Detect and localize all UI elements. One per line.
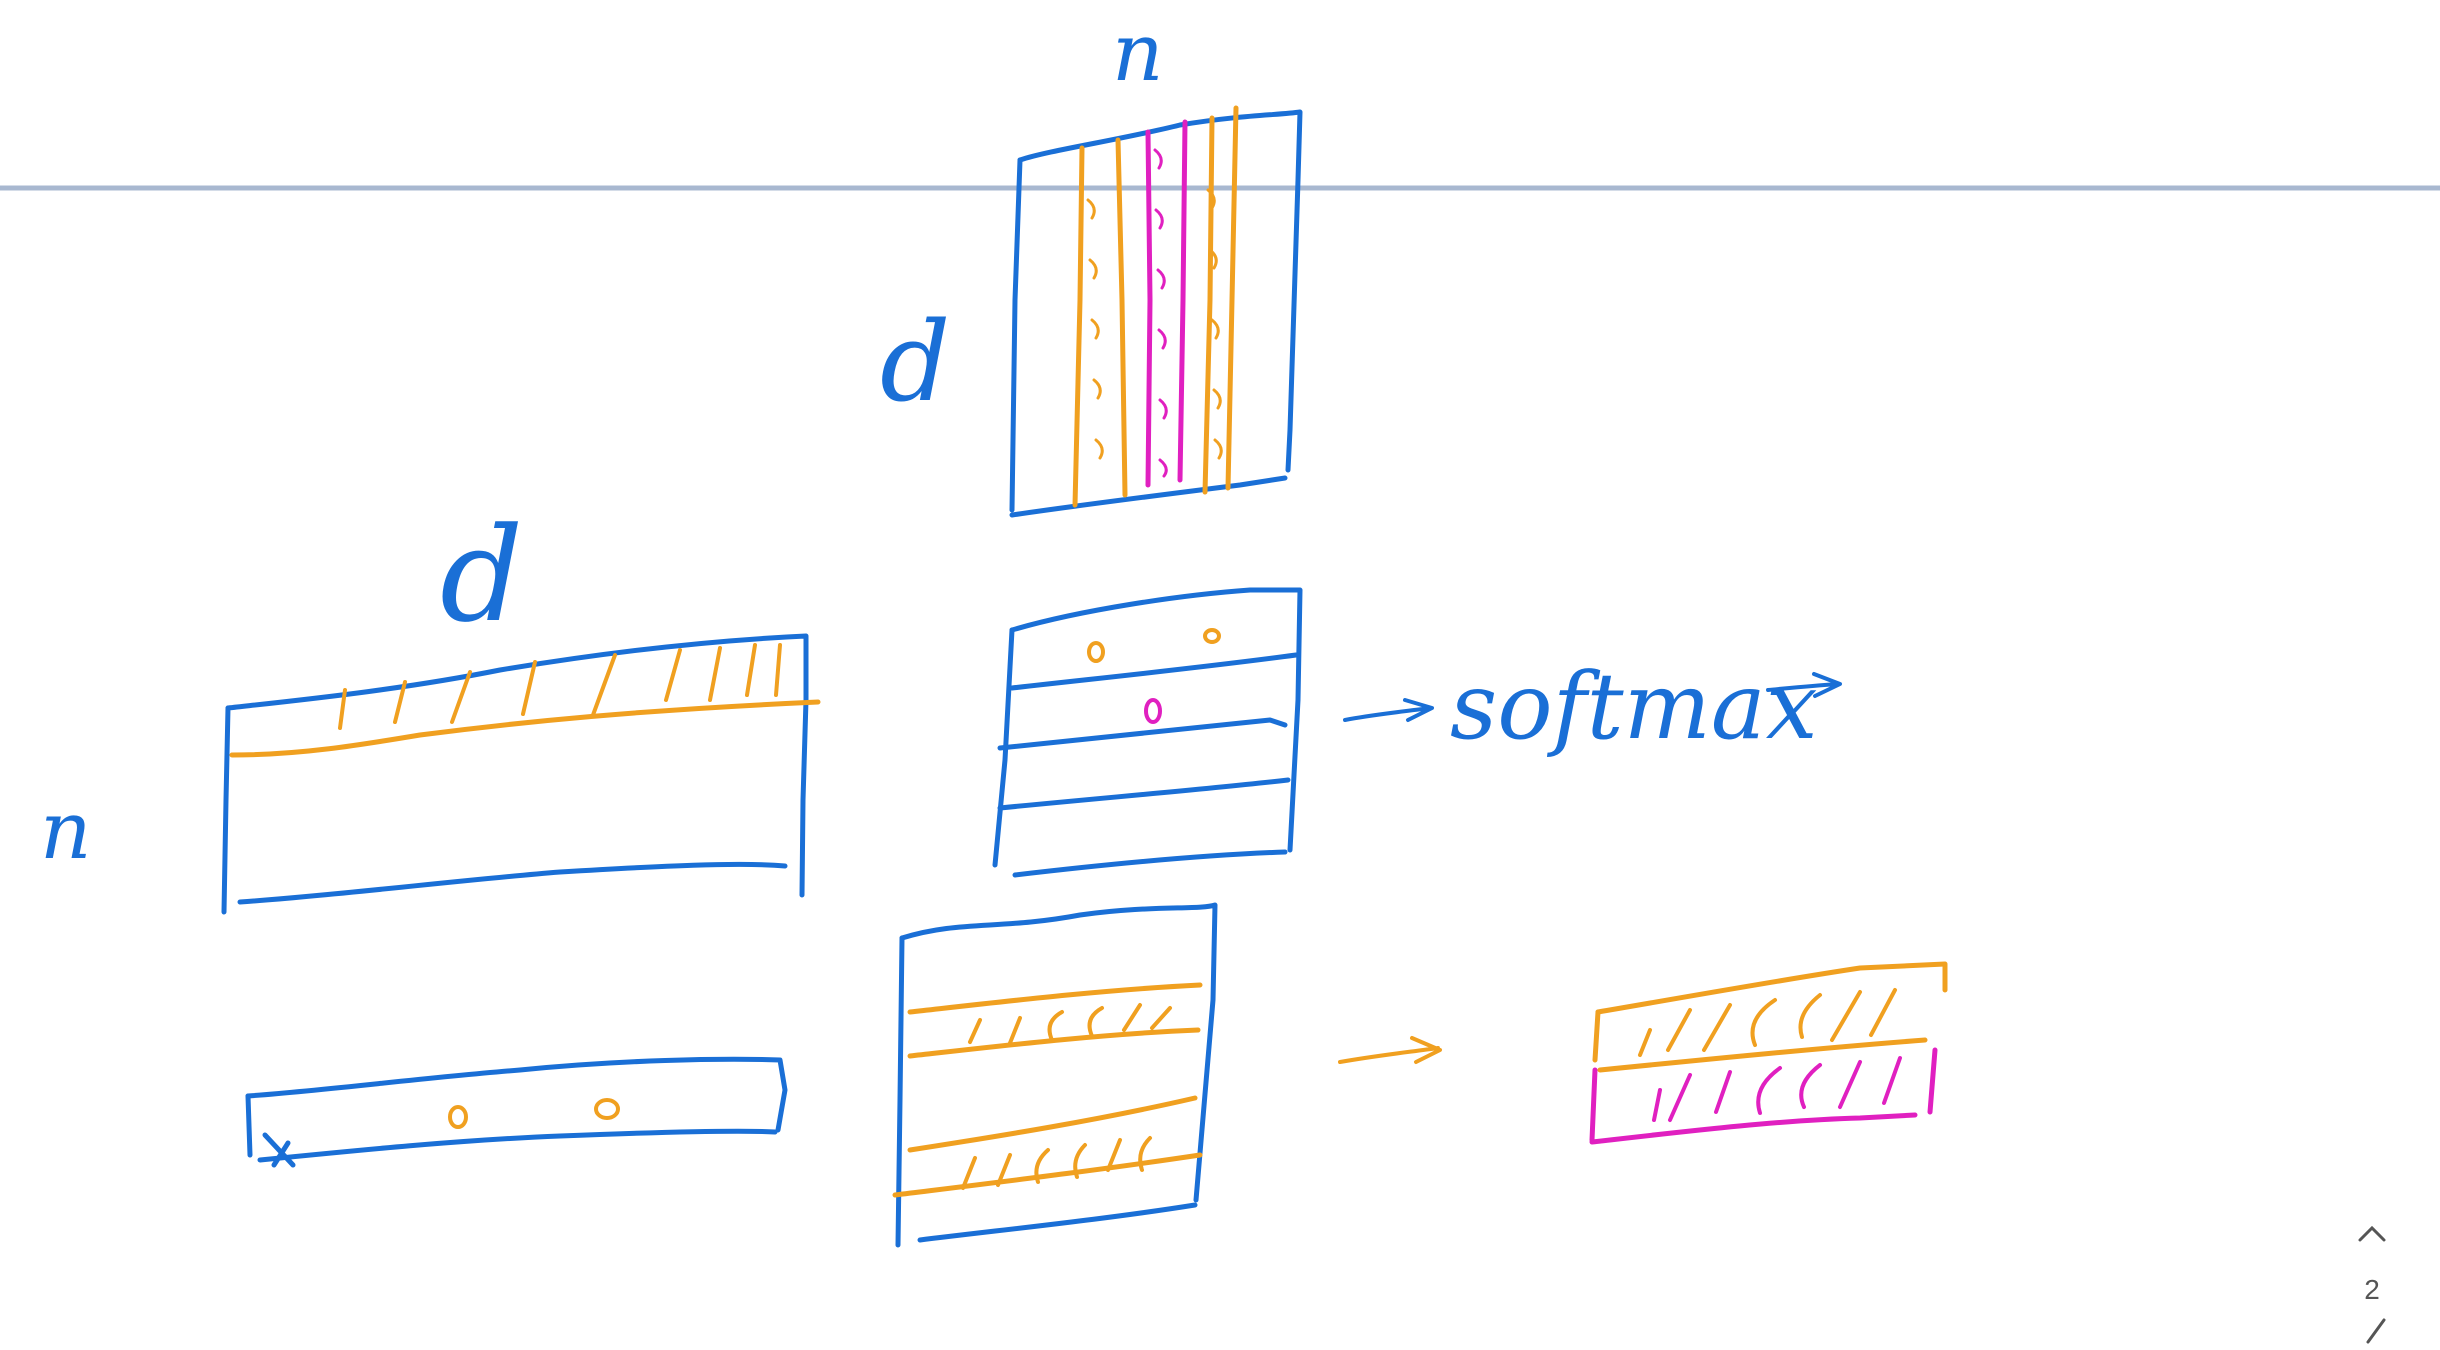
page-navigator: 2 [2342,1210,2402,1350]
left-matrix [221,633,821,915]
label-top-n: n [1112,6,1164,99]
arrow-to-result [1338,1036,1442,1064]
label-left-d: d [440,499,523,651]
scores-matrix [992,587,1303,878]
values-matrix [892,902,1218,1248]
arrow-to-softmax [1343,698,1434,722]
page-separator [2364,1314,2388,1344]
arrow-from-softmax [1766,672,1842,698]
top-matrix [1009,105,1303,518]
page-number: 2 [2364,1274,2380,1305]
label-top-d: d [880,298,950,426]
result-matrix [1589,961,1948,1145]
label-softmax: softmax [1450,653,1818,760]
bottom-left-vector [245,1056,788,1168]
chevron-up-icon[interactable] [2356,1218,2388,1250]
label-left-n: n [40,784,92,877]
